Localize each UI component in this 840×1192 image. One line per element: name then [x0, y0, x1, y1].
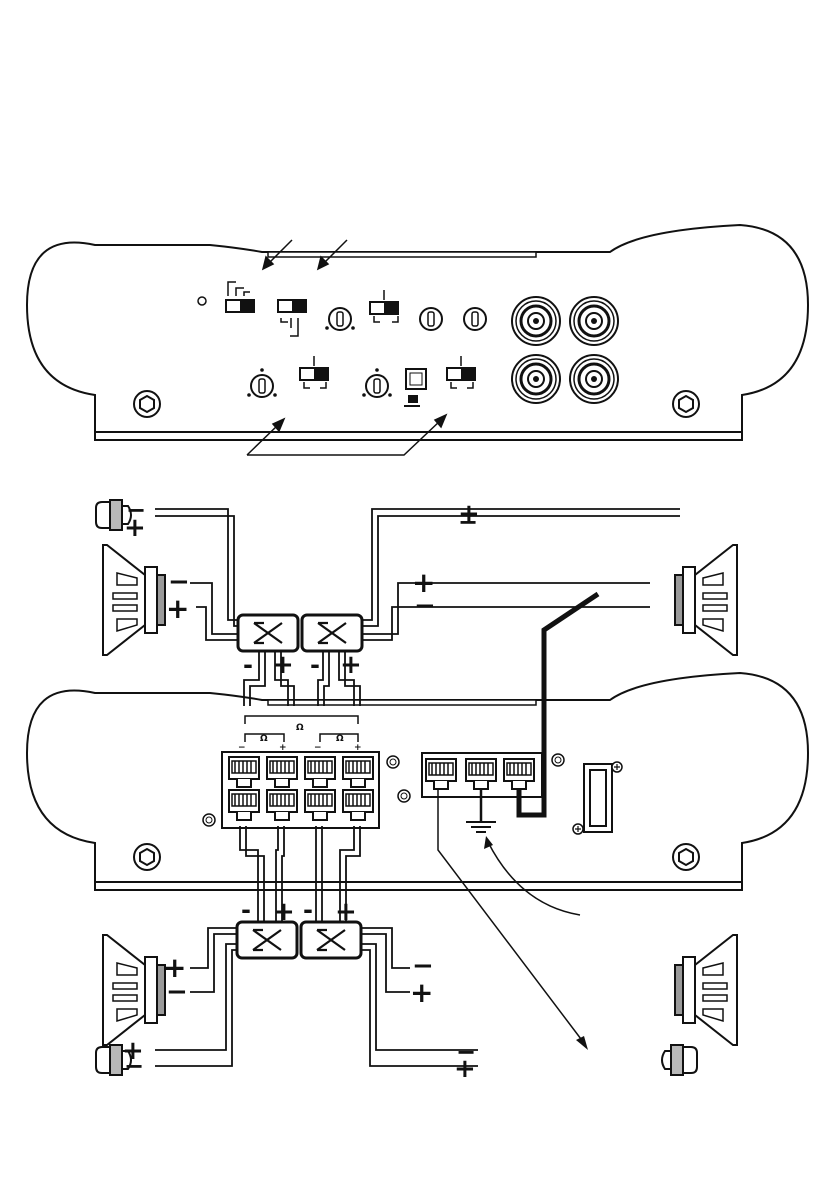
terminal-plus-label: + — [354, 743, 362, 753]
rca-input-jack[interactable] — [512, 297, 560, 345]
xover-plus-label: + — [340, 650, 362, 680]
xover-minus-label: - — [310, 651, 320, 679]
xover-minus-label: - — [241, 896, 251, 924]
power-led — [198, 297, 206, 305]
tweeter-minus-label: − — [124, 1052, 144, 1080]
tweeter-speaker-icon — [662, 1045, 697, 1075]
terminal-plus-label: + — [279, 743, 287, 753]
xover-minus-label: - — [243, 651, 253, 679]
rca-input-jack[interactable] — [512, 355, 560, 403]
crossover-frequency-knob[interactable] — [329, 308, 351, 330]
level-knob[interactable] — [420, 308, 442, 330]
mounting-screw-icon — [673, 391, 699, 417]
xover-minus-label: - — [303, 896, 313, 924]
terminal-minus-label: − — [238, 743, 246, 753]
crossover-frequency-knob[interactable] — [251, 375, 273, 397]
crossover-x-icon — [238, 615, 298, 651]
woofer-speaker-icon — [675, 935, 737, 1045]
crossover-x-icon — [302, 615, 362, 651]
bass-level-knob[interactable] — [366, 375, 388, 397]
terminal-minus-label: − — [314, 743, 322, 753]
woofer-minus-label: − — [166, 977, 188, 1007]
mounting-screw-icon — [134, 844, 160, 870]
crossover-x-icon — [237, 922, 297, 958]
bridge-ohm-label: Ω — [296, 723, 304, 733]
woofer-plus-label: + — [410, 976, 433, 1009]
tweeter-minus-label: − — [458, 508, 478, 536]
channel-ohm-label: Ω — [336, 734, 344, 744]
amplifier-control-panel — [27, 225, 808, 440]
mounting-screw-icon — [134, 391, 160, 417]
xover-plus-label: + — [273, 897, 295, 927]
xover-plus-label: + — [272, 650, 294, 680]
channel-ohm-label: Ω — [260, 734, 268, 744]
tweeter-plus-label: + — [454, 1054, 476, 1084]
tweeter-plus-label: + — [124, 513, 146, 543]
woofer-speaker-icon — [675, 545, 737, 655]
rca-input-jack[interactable] — [570, 297, 618, 345]
xover-plus-label: + — [335, 897, 357, 927]
woofer-speaker-icon — [103, 935, 165, 1045]
amplifier-connection-panel: Ω Ω Ω − + − + — [27, 673, 808, 890]
level-knob[interactable] — [464, 308, 486, 330]
mounting-screw-icon — [673, 844, 699, 870]
woofer-plus-label: + — [166, 592, 189, 625]
rca-input-jack[interactable] — [570, 355, 618, 403]
woofer-speaker-icon — [103, 545, 165, 655]
woofer-minus-label: − — [414, 591, 436, 621]
crossover-x-icon — [301, 922, 361, 958]
